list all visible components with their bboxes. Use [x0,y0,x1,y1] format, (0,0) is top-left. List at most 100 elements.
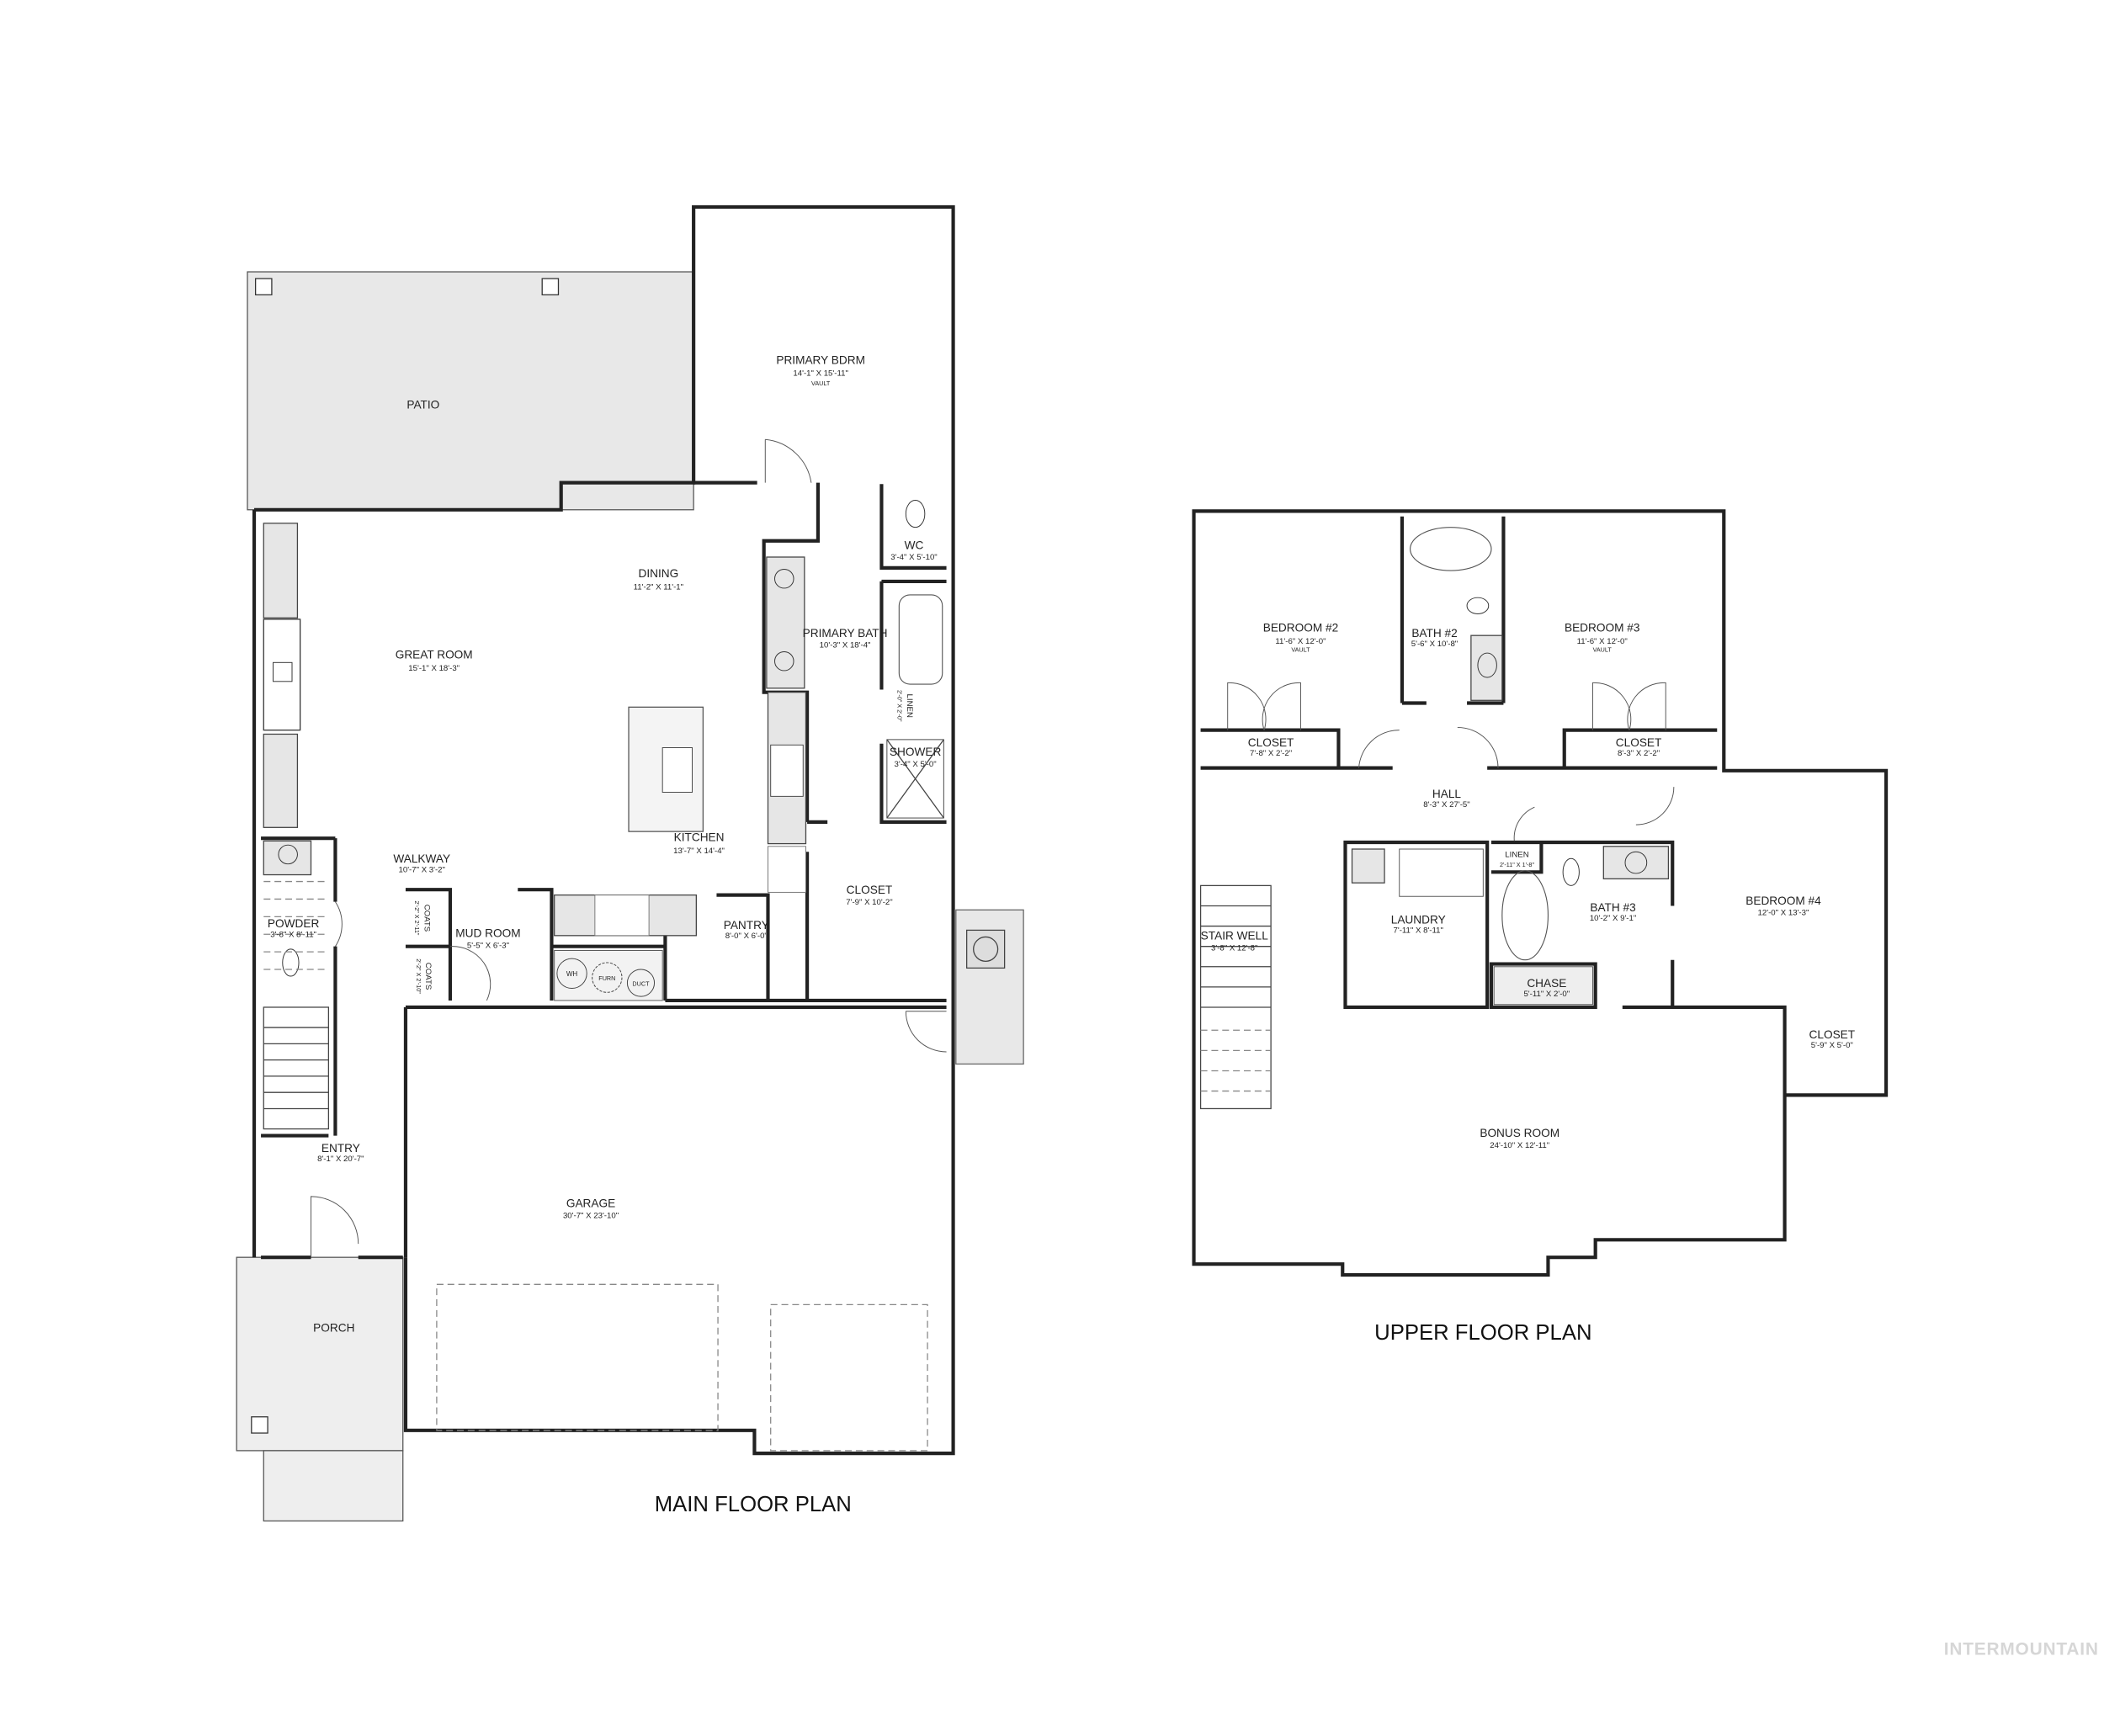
room-label-mud-room: MUD ROOM [455,926,520,939]
ac-unit [966,929,1006,969]
shower-cross [886,739,944,819]
toilet-icon [282,948,300,977]
garage-door-single [770,1303,928,1452]
room-dims-bedroom-4: 12'-0" X 13'-3" [1758,909,1809,918]
kitchen-sink-icon [662,747,693,794]
room-label-closet: CLOSET [1616,736,1662,749]
door-swing [335,901,343,947]
main-floor-plan-title: MAIN FLOOR PLAN [655,1493,852,1516]
room-dims-closet: 7'-9" X 10'-2" [846,898,893,907]
furnace-icon [592,962,623,993]
bathtub-icon [1501,870,1549,961]
built-in-cabinet [263,523,299,618]
room-dims-bonus-room: 24'-10" X 12'-11" [1490,1141,1549,1150]
room-label-powder: POWDER [268,917,320,930]
patio-column [254,278,273,295]
room-dims-linen: 2'-0" X 2'-0" [896,690,904,722]
door-swing [905,1011,947,1053]
patio-slab [247,271,694,511]
door-swing [449,946,491,1001]
room-dims-great-room: 15'-1" X 18'-3" [408,664,460,673]
room-dims-kitchen: 13'-7" X 14'-4" [673,847,725,856]
sink-icon [774,650,794,672]
ac-fan-icon [973,936,999,962]
fireplace [263,618,301,731]
label-duct: DUCT [632,979,650,987]
range [594,895,650,937]
room-label-laundry: LAUNDRY [1391,913,1446,926]
room-label-kitchen: KITCHEN [674,831,725,843]
room-label-chase: CHASE [1527,977,1566,990]
door-swing [1591,682,1666,730]
room-label-entry: ENTRY [321,1142,360,1155]
room-dims-coats: 2'-2" X 2'-11" [413,900,421,935]
room-dims-chase: 5'-11" X 2'-0" [1523,990,1570,999]
upper-interior-walls [1200,516,1787,1096]
room-dims-coats: 2'-2" X 2'-10" [415,958,422,994]
room-label-walkway: WALKWAY [393,852,450,865]
upper-stairs [1199,884,1272,1110]
room-dims-shower: 3'-4" X 5'-0" [895,760,938,769]
porch-column [251,1416,268,1434]
room-dims-closet: 5'-9" X 5'-0" [1811,1041,1854,1050]
room-dims-wc: 3'-4" X 5'-10" [890,553,938,562]
room-label-stair-well: STAIR WELL [1201,930,1269,942]
shower-stall [886,739,944,819]
room-dims-bath-2: 5'-6" X 10'-8" [1411,640,1458,649]
room-dims-pantry: 8'-0" X 6'-0" [725,932,768,941]
laundry-sink [1351,848,1385,884]
upper-floor-plan: BEDROOM #2 11'-6" X 12'-0" VAULT BATH #2… [1192,509,1889,1345]
room-note-bedroom-3: VAULT [1593,645,1613,653]
room-label-bath-3: BATH #3 [1590,901,1635,914]
door-swing [311,1196,359,1258]
room-dims-closet: 8'-3" X 2'-2" [1618,749,1660,758]
room-dims-closet: 7'-8" X 2'-2" [1250,749,1293,758]
upper-floor-plan-title: UPPER FLOOR PLAN [1374,1321,1591,1345]
room-label-bath-2: BATH #2 [1411,627,1457,640]
door-swing [1635,787,1675,826]
room-dims-bedroom-2: 11'-6" X 12'-0" [1275,637,1326,646]
room-dims-walkway: 10'-7" X 3'-2" [399,865,446,874]
room-label-shower: SHOWER [890,746,942,758]
room-label-closet: CLOSET [1248,736,1294,749]
sink-icon [1624,851,1648,874]
upper-exterior-walls [1192,509,1889,1277]
room-label-bedroom-3: BEDROOM #3 [1565,621,1639,634]
garage-door-double [436,1283,719,1431]
sink-icon [1477,652,1497,678]
room-dims-bath-3: 10'-2" X 9'-1" [1590,914,1637,923]
room-label-garage: GARAGE [566,1197,615,1210]
duct-icon [626,969,656,997]
bathtub-icon [898,594,943,685]
room-label-linen: LINEN [905,694,914,718]
room-label-coats: COATS [423,963,433,990]
patio-column [541,278,560,295]
sink-icon [774,568,794,589]
room-label-closet: CLOSET [847,884,893,896]
room-dims-linen: 2'-11" X 1'-8" [1500,861,1534,868]
room-label-patio: PATIO [406,398,439,411]
toilet-icon [905,500,926,528]
room-label-primary-bdrm: PRIMARY BDRM [776,353,865,366]
door-swing [764,438,812,483]
door-swing [1227,682,1301,730]
bath-vanity [1602,846,1670,879]
watermark: INTERMOUNTAIN [1944,1639,2099,1659]
room-dims-entry: 8'-1" X 20'-7" [317,1155,364,1164]
toilet-icon [1466,597,1490,614]
main-floor-plan: PATIO PRIMARY BDRM 14'-1" X 15'-11" VAUL… [236,204,1024,1522]
washer-dryer [1399,848,1484,897]
bathtub-icon [1410,527,1492,571]
label-water-heater: WH [566,970,578,978]
room-label-linen: LINEN [1505,851,1528,860]
room-label-primary-bath: PRIMARY BATH [803,627,888,640]
fireplace-insert-icon [273,661,293,682]
room-note-bedroom-2: VAULT [1291,645,1310,653]
room-dims-primary-bath: 10'-3" X 18'-4" [820,641,871,650]
room-label-bedroom-2: BEDROOM #2 [1263,621,1338,634]
interior-walls [261,836,947,1138]
sink-icon [278,844,298,865]
room-dims-stair-well: 3'-8" X 12'-8" [1211,943,1258,953]
room-dims-hall: 8'-3" X 27'-5" [1423,800,1470,810]
room-dims-dining: 11'-2" X 11'-1" [634,583,684,592]
